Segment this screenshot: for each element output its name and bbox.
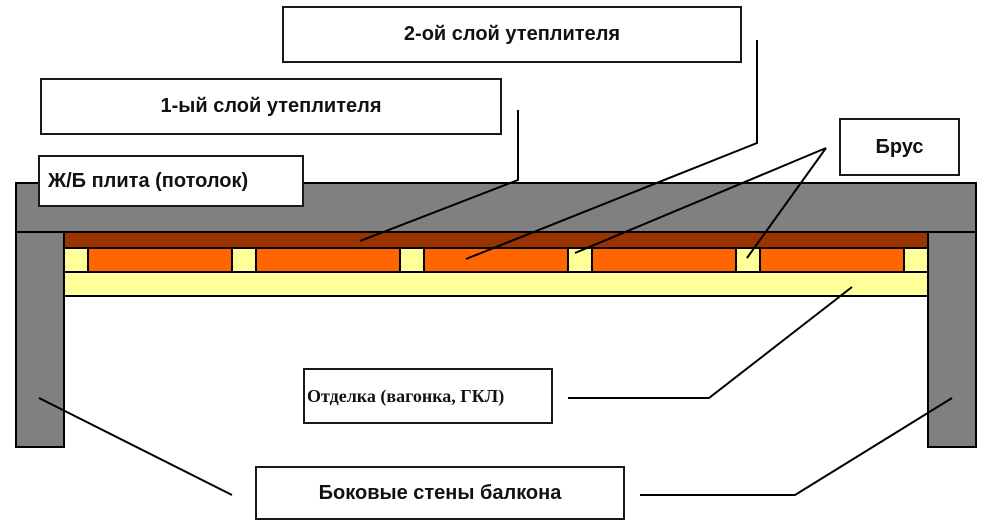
beam <box>567 247 593 273</box>
second-insulation-segment <box>591 247 737 273</box>
leader-first-insulation <box>359 110 519 242</box>
beam <box>735 247 761 273</box>
first-insulation-layer <box>63 231 929 249</box>
second-insulation-segment <box>87 247 233 273</box>
second-insulation-segment <box>759 247 905 273</box>
label-side-walls: Боковые стены балкона <box>255 466 625 520</box>
beam <box>231 247 257 273</box>
right-side-wall <box>927 231 977 448</box>
leader-right-wall <box>640 397 953 496</box>
leader-second-insulation <box>465 40 758 260</box>
second-insulation-segment <box>255 247 401 273</box>
beam <box>399 247 425 273</box>
second-insulation-segment <box>423 247 569 273</box>
second-insulation-row <box>63 247 929 273</box>
leader-beam-2 <box>746 147 827 259</box>
finish-board <box>63 271 929 297</box>
label-beam: Брус <box>839 118 960 176</box>
left-side-wall <box>15 231 65 448</box>
beam <box>903 247 929 273</box>
label-second-insulation: 2-ой слой утеплителя <box>282 6 742 63</box>
label-first-insulation: 1-ый слой утеплителя <box>40 78 502 135</box>
leader-finish <box>568 286 853 399</box>
leader-beam-1 <box>574 147 827 254</box>
label-finish: Отделка (вагонка, ГКЛ) <box>303 368 553 424</box>
beam <box>63 247 89 273</box>
label-slab: Ж/Б плита (потолок) <box>38 155 304 207</box>
leader-left-wall <box>38 397 233 496</box>
